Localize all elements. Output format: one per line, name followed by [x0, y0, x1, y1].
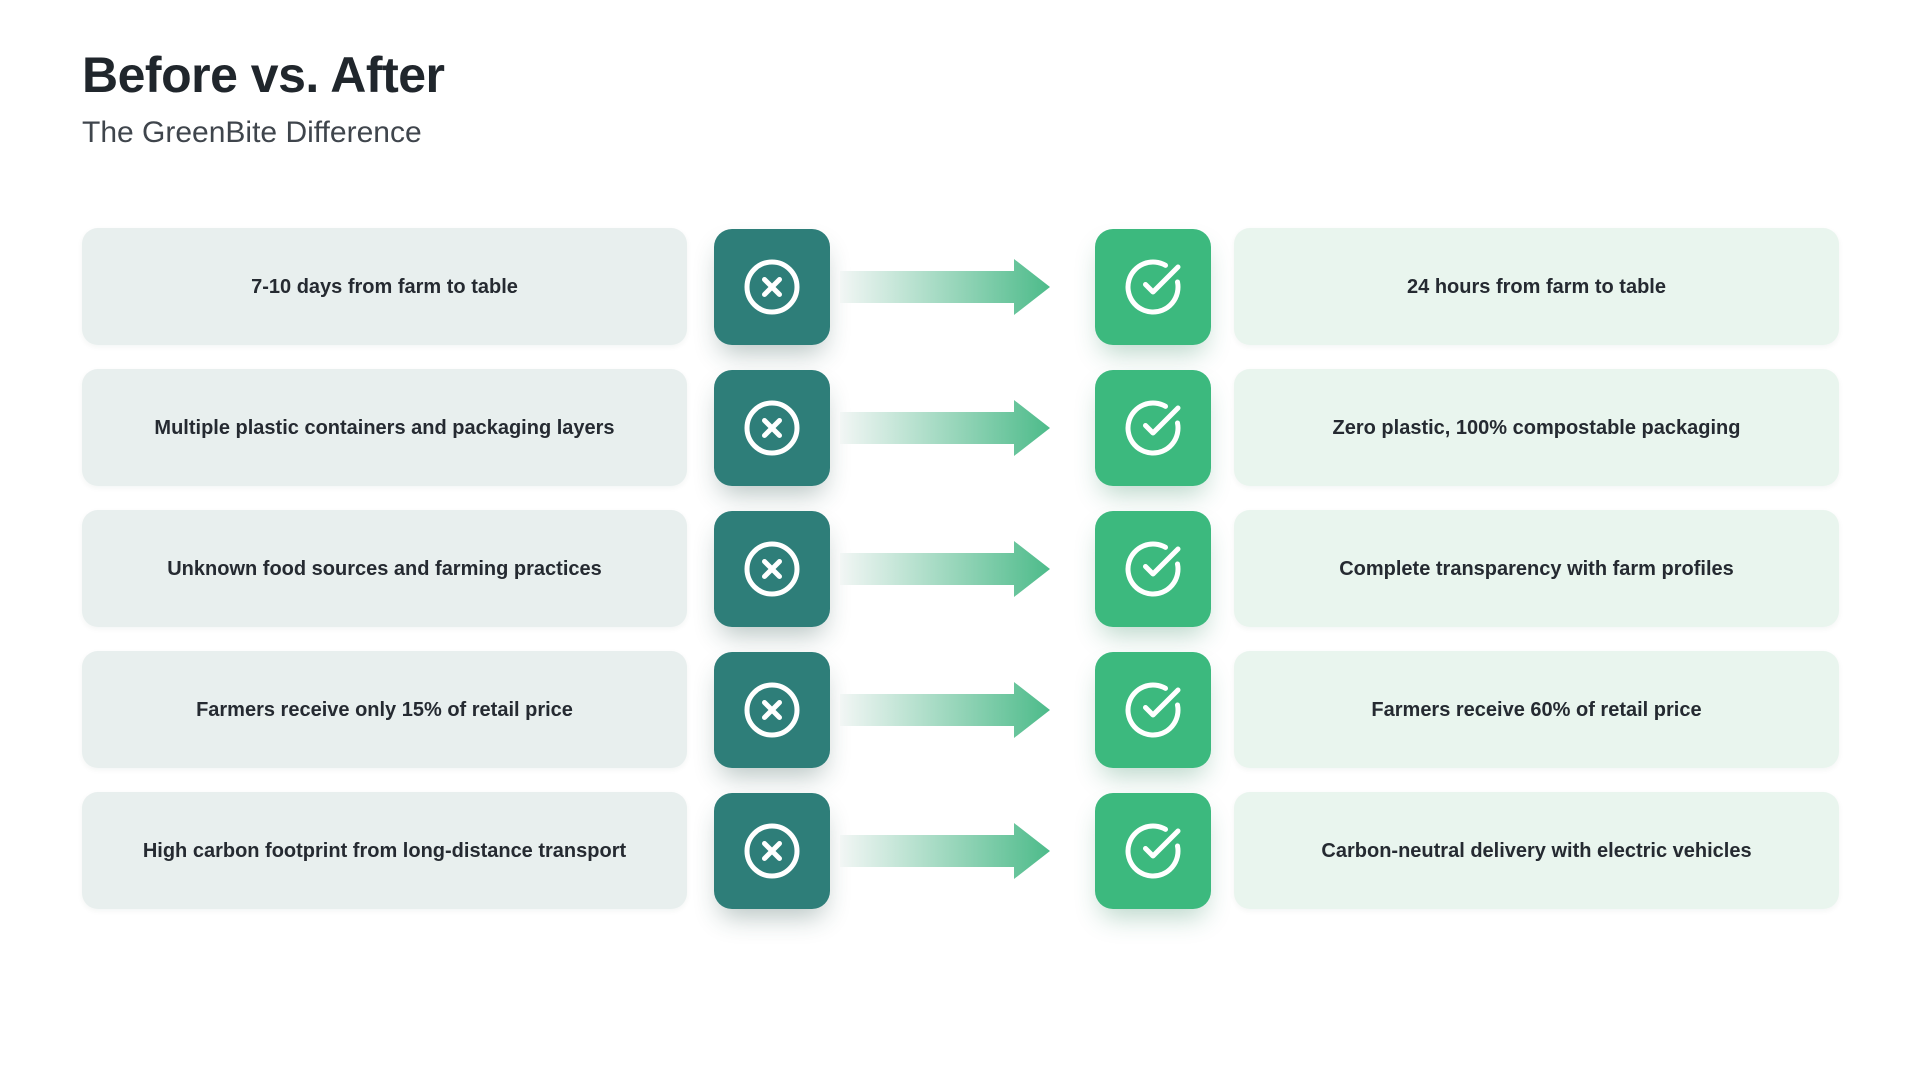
before-item-label: 7-10 days from farm to table [251, 275, 518, 298]
before-item-label: High carbon footprint from long-distance… [142, 839, 627, 862]
comparison-rows: 7-10 days from farm to table [82, 228, 1839, 909]
transition-arrow [830, 369, 1095, 486]
x-circle-icon [744, 541, 800, 596]
arrow-right-icon [840, 399, 1050, 456]
arrow-right-icon [840, 258, 1050, 315]
after-item-label: Complete transparency with farm profiles [1339, 557, 1734, 580]
page-subtitle: The GreenBite Difference [82, 116, 422, 149]
before-item: Farmers receive only 15% of retail price [82, 651, 687, 768]
x-circle-icon [744, 259, 800, 314]
after-item: Zero plastic, 100% compostable packaging [1234, 369, 1839, 486]
header: Before vs. After The GreenBite Differenc… [82, 47, 445, 151]
comparison-row: Unknown food sources and farming practic… [82, 510, 1839, 627]
before-item-label: Unknown food sources and farming practic… [167, 557, 602, 580]
arrow-right-icon [840, 681, 1050, 738]
before-tile [714, 510, 830, 627]
before-item-label: Multiple plastic containers and packagin… [154, 416, 615, 439]
x-circle-icon [744, 400, 800, 455]
before-tile [714, 792, 830, 909]
comparison-row: 7-10 days from farm to table [82, 228, 1839, 345]
after-item: 24 hours from farm to table [1234, 228, 1839, 345]
check-circle-icon [1125, 259, 1181, 314]
before-item: Unknown food sources and farming practic… [82, 510, 687, 627]
after-item: Farmers receive 60% of retail price [1234, 651, 1839, 768]
transition-arrow [830, 510, 1095, 627]
check-circle-icon [1125, 541, 1181, 596]
after-item: Complete transparency with farm profiles [1234, 510, 1839, 627]
before-item-label: Farmers receive only 15% of retail price [196, 698, 573, 721]
x-circle-icon [744, 823, 800, 878]
page-title: Before vs. After [82, 47, 445, 103]
after-item-label: 24 hours from farm to table [1407, 275, 1666, 298]
arrow-right-icon [840, 540, 1050, 597]
after-item-label: Carbon-neutral delivery with electric ve… [1321, 839, 1752, 862]
comparison-row: Farmers receive only 15% of retail price [82, 651, 1839, 768]
after-tile [1095, 651, 1211, 768]
before-tile [714, 228, 830, 345]
check-circle-icon [1125, 682, 1181, 737]
transition-arrow [830, 651, 1095, 768]
transition-arrow [830, 228, 1095, 345]
before-tile [714, 369, 830, 486]
after-item-label: Zero plastic, 100% compostable packaging [1332, 416, 1741, 439]
after-tile [1095, 792, 1211, 909]
arrow-right-icon [840, 822, 1050, 879]
after-tile [1095, 369, 1211, 486]
after-item: Carbon-neutral delivery with electric ve… [1234, 792, 1839, 909]
comparison-row: High carbon footprint from long-distance… [82, 792, 1839, 909]
before-item: High carbon footprint from long-distance… [82, 792, 687, 909]
before-item: Multiple plastic containers and packagin… [82, 369, 687, 486]
check-circle-icon [1125, 823, 1181, 878]
after-tile [1095, 228, 1211, 345]
transition-arrow [830, 792, 1095, 909]
before-item: 7-10 days from farm to table [82, 228, 687, 345]
after-item-label: Farmers receive 60% of retail price [1371, 698, 1702, 721]
after-tile [1095, 510, 1211, 627]
comparison-row: Multiple plastic containers and packagin… [82, 369, 1839, 486]
x-circle-icon [744, 682, 800, 737]
before-tile [714, 651, 830, 768]
check-circle-icon [1125, 400, 1181, 455]
